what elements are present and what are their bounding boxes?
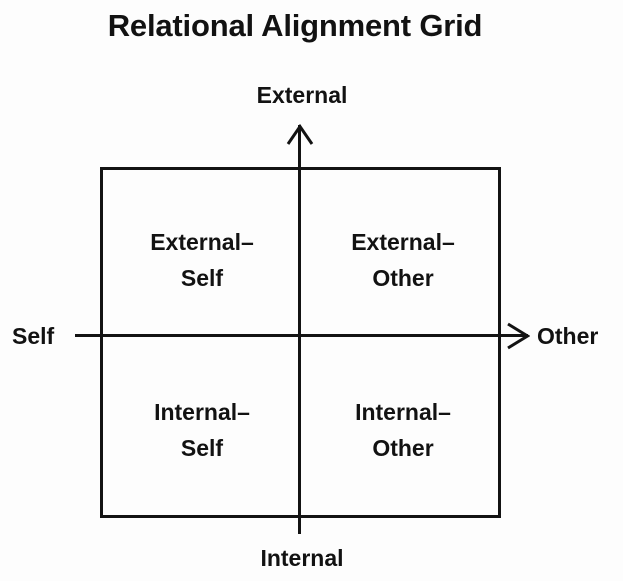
arrow-right-icon — [506, 322, 530, 350]
quadrant-internal-other: Internal– Other — [308, 394, 498, 466]
quadrant-label-line-2: Other — [372, 265, 434, 291]
quadrant-label-line-1: Internal– — [355, 399, 451, 425]
quadrant-label-line-1: External– — [351, 229, 455, 255]
quadrant-label-line-2: Self — [180, 265, 224, 291]
quadrant-label-line-2: Self — [180, 435, 224, 461]
axis-label-self: Self — [12, 323, 55, 349]
axis-label-external: External — [256, 82, 348, 108]
axis-label-other: Other — [537, 323, 599, 349]
quadrant-internal-self: Internal– Self — [107, 394, 297, 466]
quadrant-label-line-1: Internal– — [154, 399, 250, 425]
horizontal-axis-line — [75, 334, 528, 337]
quadrant-label-line-2: Other — [372, 435, 434, 461]
vertical-axis-line — [298, 125, 301, 534]
page-title: Relational Alignment Grid — [107, 8, 483, 43]
quadrant-external-other: External– Other — [308, 224, 498, 296]
quadrant-label-line-1: External– — [150, 229, 254, 255]
arrow-up-icon — [286, 124, 314, 146]
quadrant-external-self: External– Self — [107, 224, 297, 296]
axis-label-internal: Internal — [260, 545, 344, 571]
